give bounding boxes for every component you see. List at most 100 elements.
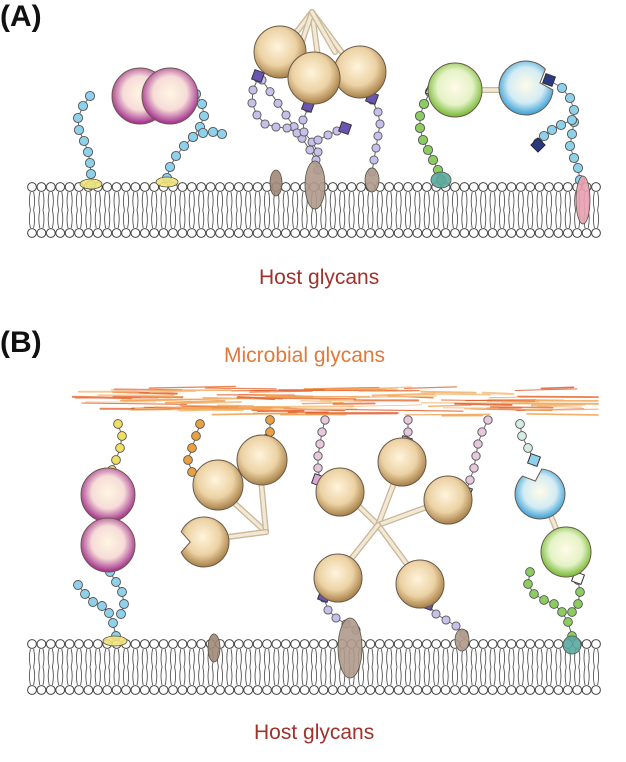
lipid-tail <box>67 649 72 667</box>
lipid-tail <box>443 667 448 685</box>
lipid-head <box>272 229 281 238</box>
lipid-head <box>206 183 215 192</box>
lipid-head <box>65 229 74 238</box>
anchor-glycoprotein <box>365 168 379 192</box>
anchor-yellow <box>103 636 127 646</box>
lipid-tail <box>499 649 504 667</box>
lipid-tail <box>133 649 138 667</box>
lipid-tail <box>58 210 63 228</box>
glycan-bead <box>266 88 274 96</box>
lipid-head <box>46 640 55 649</box>
lipid-head <box>328 640 337 649</box>
lipid-tail <box>424 210 429 228</box>
lipid-head <box>479 640 488 649</box>
lipid-tail <box>29 667 34 685</box>
lipid-head <box>592 686 601 695</box>
glycan-bead <box>299 116 307 124</box>
lipid-tail <box>114 210 119 228</box>
lipid-head <box>488 229 497 238</box>
lipid-tail <box>255 649 260 667</box>
lipid-tail <box>405 210 410 228</box>
lipid-head <box>385 183 394 192</box>
lipid-tail <box>170 210 175 228</box>
glycan-bead <box>74 581 83 590</box>
lipid-head <box>46 686 55 695</box>
lipid-tail <box>311 667 316 685</box>
lipid-tail <box>434 667 439 685</box>
lipid-head <box>404 640 413 649</box>
lipid-tail <box>528 192 533 210</box>
lipid-tail <box>358 192 363 210</box>
microbial-glycan-fiber <box>404 387 456 389</box>
glycan-bead <box>466 476 474 484</box>
lipid-head <box>112 183 121 192</box>
lipid-tail <box>133 192 138 210</box>
lipid-tail <box>133 210 138 228</box>
lipid-head <box>300 229 309 238</box>
lipid-head <box>535 183 544 192</box>
lipid-head <box>253 640 262 649</box>
glycan-bead <box>324 131 332 139</box>
microbial-glycan-fiber <box>491 407 553 408</box>
lipid-tail <box>180 192 185 210</box>
lipid-tail <box>302 210 307 228</box>
lipid-head <box>394 640 403 649</box>
lipid-tail <box>227 192 232 210</box>
lipid-head <box>93 640 102 649</box>
lipid-head <box>413 183 422 192</box>
glycan-bead <box>89 598 98 607</box>
glycan-bead <box>105 609 114 618</box>
lipid-tail <box>76 649 81 667</box>
lipid-head <box>441 640 450 649</box>
glycan-chain-branch <box>188 127 226 141</box>
lipid-tail <box>133 667 138 685</box>
lipid-head <box>582 229 591 238</box>
lipid-head <box>592 229 601 238</box>
lipid-tail <box>302 667 307 685</box>
lipid-tail <box>255 210 260 228</box>
lipid-tail <box>86 192 91 210</box>
glycan-bead <box>199 111 208 120</box>
lipid-head <box>554 229 563 238</box>
microbial-glycans-caption: Microbial glycans <box>224 344 385 368</box>
lipid-tail <box>76 667 81 685</box>
glycan-bead <box>165 162 174 171</box>
glycan-bead <box>274 99 282 107</box>
glycan-bead <box>314 136 322 144</box>
glycan-bead <box>321 416 329 424</box>
glycan-bead <box>423 145 432 154</box>
lipid-head <box>281 229 290 238</box>
lipid-tail <box>236 210 241 228</box>
lipid-tail <box>396 667 401 685</box>
lipid-tail <box>227 667 232 685</box>
lipid-head <box>197 640 206 649</box>
glycan-bead <box>530 590 539 599</box>
lipid-tail <box>537 667 542 685</box>
lipid-tail <box>274 649 279 667</box>
glycan-bead <box>79 136 88 145</box>
lipid-head <box>84 640 93 649</box>
lipid-head <box>225 640 234 649</box>
lipid-tail <box>105 649 110 667</box>
lipid-head <box>234 183 243 192</box>
lipid-head <box>394 183 403 192</box>
lipid-head <box>479 686 488 695</box>
lipid-tail <box>161 667 166 685</box>
lipid-head <box>187 686 196 695</box>
lipid-head <box>65 183 74 192</box>
lipid-head <box>150 640 159 649</box>
lipid-head <box>460 183 469 192</box>
glycan-bead <box>85 91 94 100</box>
lipid-tail <box>105 192 110 210</box>
lipid-tail <box>29 210 34 228</box>
lipid-tail <box>208 192 213 210</box>
lipid-head <box>291 686 300 695</box>
glycan-bead <box>81 590 90 599</box>
lectin-blue <box>515 469 565 519</box>
lipid-tail <box>170 667 175 685</box>
lipid-tail <box>377 192 382 210</box>
lipid-tail <box>217 667 222 685</box>
lipid-head <box>469 229 478 238</box>
